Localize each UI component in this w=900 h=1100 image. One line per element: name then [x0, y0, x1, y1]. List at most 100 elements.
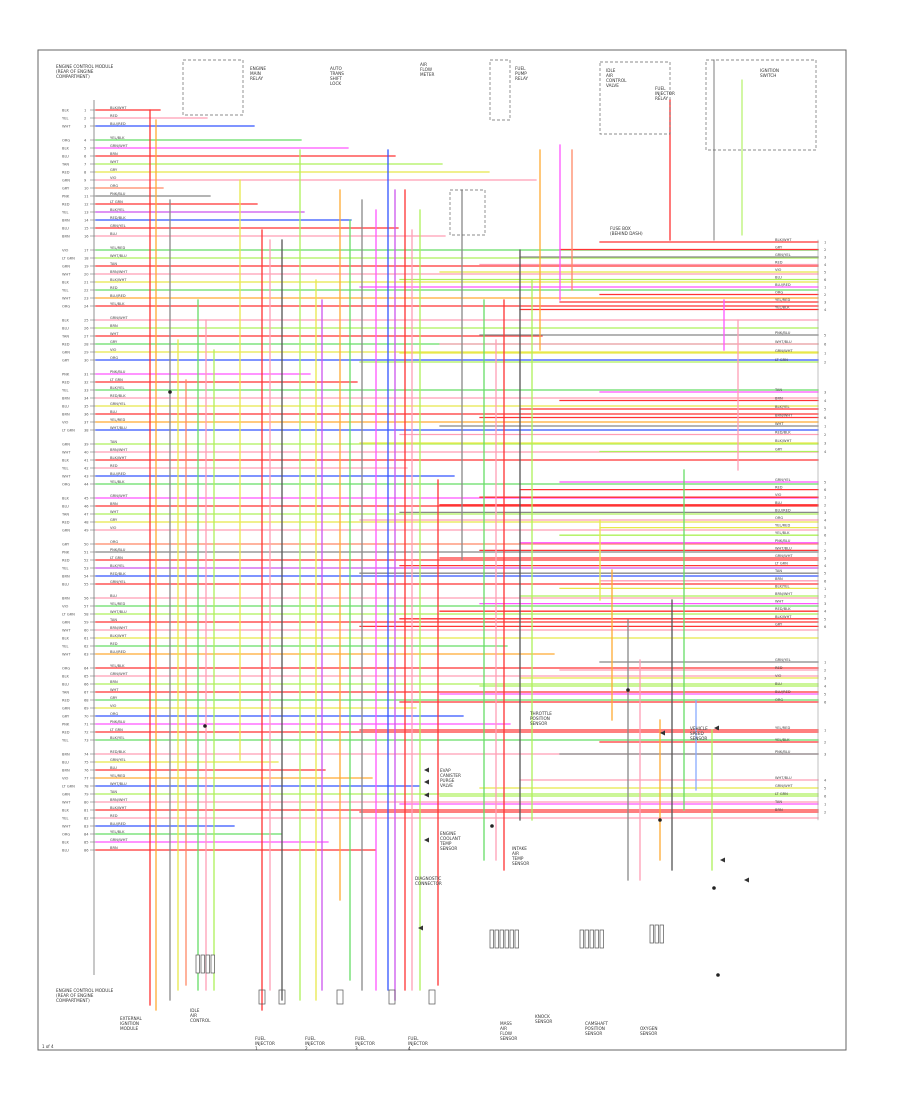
ecm-pin-number: 20: [84, 273, 89, 277]
wire-layer: [90, 59, 819, 1011]
right-connector-pin: 4: [824, 399, 827, 403]
right-wire-code: BRN/WHT: [775, 414, 793, 418]
ecm-title-line: COMPARTMENT): [56, 74, 90, 79]
ecm-pin-number: 78: [84, 785, 89, 789]
right-connector-pin: 2: [824, 433, 826, 437]
mid-component-label: ENGINE: [440, 831, 456, 836]
wire-color-code: WHT/BLU: [110, 610, 127, 614]
ecm-pin-function: BLK: [62, 147, 69, 151]
ecm-pin-number: 37: [84, 421, 89, 425]
ecm-pin-function: RED: [62, 699, 70, 703]
wire-color-code: BRN/WHT: [110, 798, 128, 802]
top-component-label: AUTO: [330, 66, 342, 71]
oxygen-sensor-connector: [649, 924, 654, 944]
splice-dot: [658, 818, 662, 822]
ecm-pin-number: 58: [84, 613, 89, 617]
right-connector-pin: 2: [824, 595, 826, 599]
wire-color-code: RED: [110, 814, 118, 818]
wire-color-code: YEL/RED: [110, 246, 125, 250]
bottom-component-label: INJECTOR: [255, 1041, 275, 1046]
top-component-label: RELAY: [655, 96, 669, 101]
right-wire-code: BLU/RED: [775, 690, 791, 694]
top-component-label: RELAY: [515, 76, 529, 81]
ecm-pin-function: RED: [62, 731, 70, 735]
right-connector-pin: 4: [824, 450, 827, 454]
ecm-pin-function: WHT: [62, 825, 71, 829]
ecm-pin-number: 49: [84, 529, 89, 533]
right-wire-code: LT GRN: [775, 358, 788, 362]
ecm-pin-number: 41: [84, 459, 89, 463]
wire-color-code: BLU: [110, 594, 117, 598]
maf-sensor-connector: [489, 929, 494, 949]
ecm-footer-line: ENGINE CONTROL MODULE: [56, 988, 114, 993]
fuse-box-label: FUSE BOX: [610, 226, 631, 231]
ecm-pin-function: GRN: [62, 793, 70, 797]
ecm-pin-number: 82: [84, 817, 89, 821]
injector-connector: [258, 989, 266, 1005]
wire-color-code: RED: [110, 114, 118, 118]
connection-arrow: [424, 779, 429, 785]
ecm-pin-function: YEL: [62, 645, 68, 649]
right-connector-pin: 6: [824, 701, 827, 705]
right-connector-pin: 6: [824, 795, 827, 799]
top-component-label: METER: [420, 72, 434, 77]
mid-component-label: SENSOR: [530, 721, 547, 726]
wire-color-code: GRY: [110, 518, 118, 522]
ecm-pin-number: 16: [84, 235, 89, 239]
right-wire-code: TAN: [774, 569, 782, 573]
right-wire-code: GRN/WHT: [775, 554, 793, 558]
connection-arrow: [714, 725, 719, 731]
ecm-pin-function: GRN: [62, 265, 70, 269]
right-connector-pin: 4: [824, 564, 827, 568]
right-connector-pin: 1: [824, 729, 826, 733]
wire-color-code: BLU/RED: [110, 472, 126, 476]
bottom-component-label: INJECTOR: [408, 1041, 428, 1046]
ecm-pin-number: 52: [84, 559, 89, 563]
camshaft-sensor-connector: [594, 929, 599, 949]
wire-color-code: WHT/BLU: [110, 426, 127, 430]
ecm-pin-function: PNK: [62, 551, 70, 555]
right-connector-pin: 2: [824, 811, 826, 815]
wire-color-code: RED/BLK: [110, 750, 126, 754]
ecm-pin-number: 84: [84, 833, 89, 837]
wire-color-code: VIO: [110, 526, 117, 530]
bottom-component-label: FUEL: [255, 1036, 266, 1041]
ecm-pin-number: 47: [84, 513, 89, 517]
bottom-component-label: FUEL: [408, 1036, 419, 1041]
wire-color-code: BLU: [110, 410, 117, 414]
ecm-pin-number: 7: [84, 163, 86, 167]
ecm-pin-function: WHT: [62, 475, 71, 479]
ecm-pin-function: WHT: [62, 273, 71, 277]
top-component-label: INJECTOR: [655, 91, 675, 96]
right-connector-pin: 5: [824, 787, 826, 791]
ecm-pin-number: 24: [84, 305, 89, 309]
ecm-pin-function: ORG: [62, 139, 70, 143]
wire-color-code: GRN/WHT: [110, 144, 128, 148]
ecm-pin-number: 43: [84, 475, 89, 479]
wire-color-code: WHT: [110, 688, 119, 692]
splice-dot: [626, 688, 630, 692]
ecm-pin-number: 75: [84, 761, 89, 765]
ecm-pin-function: WHT: [62, 653, 71, 657]
wire-color-code: YEL/RED: [110, 774, 125, 778]
connection-arrow: [720, 857, 725, 863]
ecm-pin-function: GRN: [62, 529, 70, 533]
right-wire-code: WHT/BLU: [775, 340, 792, 344]
camshaft-sensor-connector: [599, 929, 604, 949]
ecm-pin-function: GRY: [62, 543, 70, 547]
bottom-component-label: 1: [255, 1046, 258, 1051]
right-wire-code: BRN: [775, 577, 783, 581]
right-connector-pin: 3: [824, 256, 826, 260]
top-component-label: FLOW: [420, 67, 432, 72]
ecm-pin-function: BLU: [62, 683, 69, 687]
ecm-pin-function: TAN: [61, 163, 69, 167]
right-connector-pin: 2: [824, 248, 826, 252]
ecm-pin-number: 86: [84, 849, 89, 853]
fuel-pump-relay-box: [599, 61, 671, 135]
ecm-pin-number: 46: [84, 505, 89, 509]
label-layer: ENGINE CONTROL MODULE(REAR OF ENGINECOMP…: [56, 62, 827, 1051]
ecm-pin-function: RED: [62, 343, 70, 347]
wire-color-code: GRY: [110, 696, 118, 700]
ecm-pin-function: TAN: [61, 513, 69, 517]
right-wire-code: WHT/BLU: [775, 546, 792, 550]
